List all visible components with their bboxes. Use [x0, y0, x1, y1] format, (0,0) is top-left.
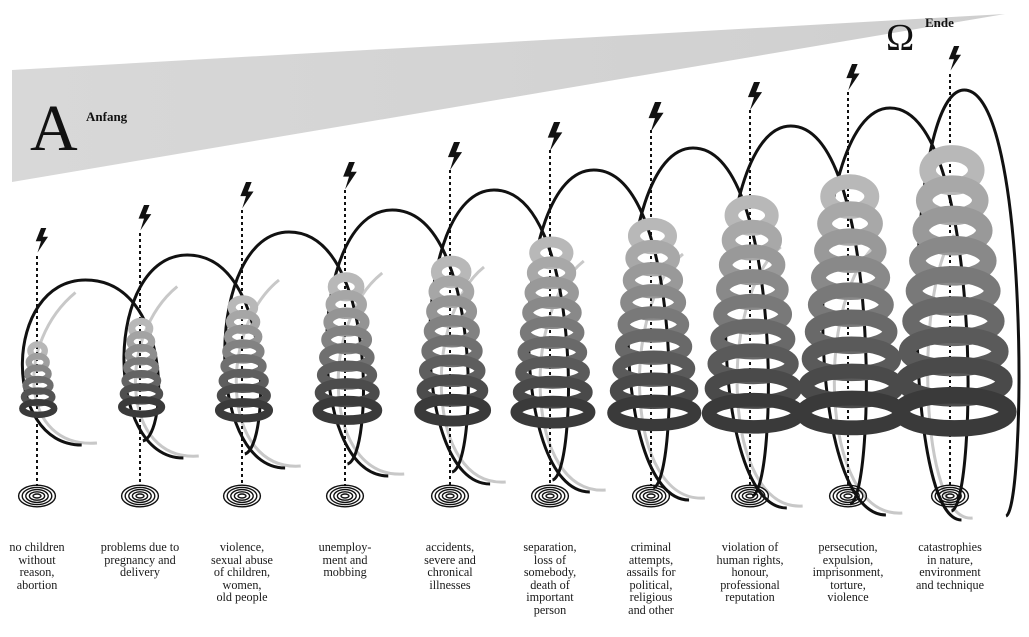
ghost-loop [234, 278, 301, 468]
stage-caption: unemploy- ment and mobbing [318, 540, 372, 580]
stage-column [892, 46, 1017, 508]
stage-caption: accidents, severe and chronical illnesse… [424, 540, 476, 592]
base-spiral-icon [17, 484, 57, 508]
stage-column [701, 82, 806, 508]
lightning-bolt-icon [846, 64, 860, 91]
spiral-coil [118, 396, 166, 418]
stage-column [607, 102, 702, 508]
spiral-coil [214, 398, 274, 423]
stage-column [118, 205, 166, 508]
stage-caption: separation, loss of somebody, death of i… [523, 540, 577, 617]
base-spiral-icon [120, 484, 160, 508]
stage-caption: problems due to pregnancy and delivery [100, 540, 180, 580]
stage-caption: violence, sexual abuse of children, wome… [211, 540, 273, 605]
base-spiral-icon [730, 484, 770, 508]
stage-column [795, 64, 909, 508]
base-spiral-icon [430, 484, 470, 508]
spiral-coil [312, 395, 383, 425]
base-spiral-icon [930, 484, 970, 508]
start-label: Anfang [86, 109, 128, 124]
stage-column [312, 162, 383, 508]
spiral-coil [414, 393, 492, 427]
time-wedge [12, 14, 1005, 182]
stage-caption: criminal attempts, assails for political… [626, 540, 676, 617]
stage-caption: no children without reason, abortion [9, 540, 65, 592]
lightning-bolt-icon [547, 122, 563, 152]
lightning-bolt-icon [948, 46, 962, 71]
lightning-bolt-icon [343, 162, 357, 190]
stage-column [17, 228, 58, 508]
stage-columns [17, 46, 1017, 508]
lightning-bolt-icon [648, 102, 664, 133]
lightning-bolt-icon [447, 142, 463, 171]
base-spiral-icon [530, 484, 570, 508]
start-letter: A [30, 92, 78, 165]
base-spiral-icon [222, 484, 262, 508]
stage-column [414, 142, 492, 508]
stage-caption: persecution, expulsion, imprisonment, to… [812, 540, 884, 605]
spiral-coil [607, 394, 702, 432]
spiral-coil [510, 395, 596, 429]
lightning-bolt-icon [138, 205, 152, 231]
stage-caption: violation of human rights, honour, profe… [716, 540, 784, 605]
lightning-bolt-icon [35, 228, 49, 253]
base-spiral-icon [828, 484, 868, 508]
spiral-coil [892, 386, 1017, 437]
ghost-loop [133, 285, 199, 458]
stage-column [510, 122, 596, 508]
stage-caption: catastrophies in nature, environment and… [915, 540, 985, 592]
base-spiral-icon [631, 484, 671, 508]
spiral-coil [19, 398, 58, 418]
lightning-bolt-icon [240, 182, 254, 209]
end-letter: Ω [886, 17, 914, 59]
spiral-coil [795, 390, 909, 436]
lightning-bolt-icon [747, 82, 763, 111]
end-label: Ende [925, 15, 954, 30]
stage-column [214, 182, 274, 508]
base-spiral-icon [325, 484, 365, 508]
spiral-coil [701, 392, 806, 434]
